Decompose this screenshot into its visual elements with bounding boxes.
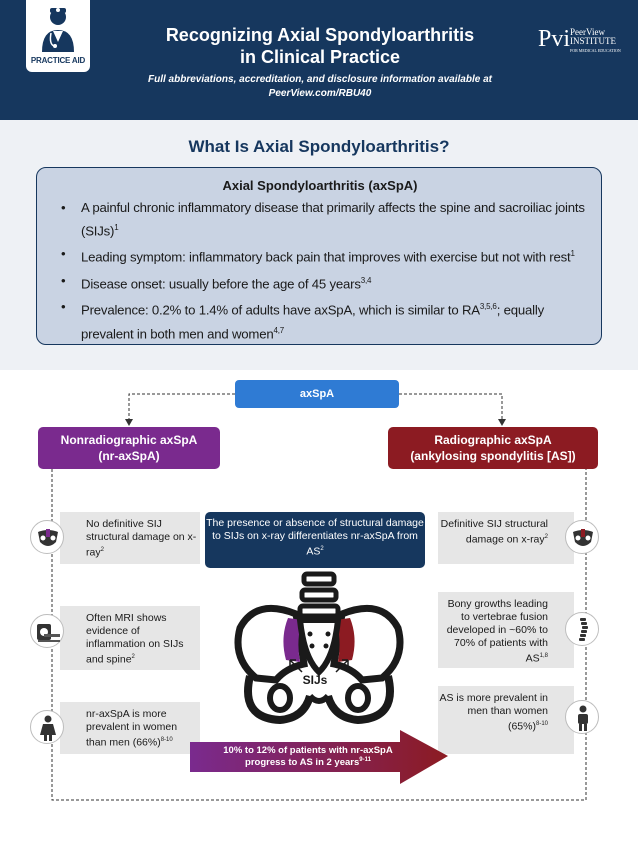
man-icon: [565, 700, 599, 734]
definition-panel: Axial Spondyloarthritis (axSpA) A painfu…: [36, 167, 602, 345]
doctor-icon: [42, 8, 74, 52]
logo-mark: Pvi: [538, 26, 571, 52]
definition-bullet: Leading symptom: inflammatory back pain …: [61, 244, 589, 267]
logo-line-2: INSTITUTE: [570, 36, 616, 46]
spine-icon: [565, 612, 599, 646]
pelvis-xray-icon: [565, 520, 599, 554]
practice-aid-badge: PRACTICE AID: [26, 0, 90, 72]
subtitle-line-1: Full abbreviations, accreditation, and d…: [148, 74, 492, 85]
title-line-1: Recognizing Axial Spondyloarthritis: [165, 25, 475, 45]
title-line-2: in Clinical Practice: [239, 47, 401, 67]
section-title: What Is Axial Spondyloarthritis?: [188, 137, 450, 156]
radiographic-axspa-node: Radiographic axSpA (ankylosing spondylit…: [388, 427, 598, 469]
definition-title: Axial Spondyloarthritis (axSpA): [222, 178, 418, 193]
definition-list: A painful chronic inflammatory disease t…: [61, 198, 589, 347]
peerview-logo: Pvi PeerView INSTITUTE FOR MEDICAL EDUCA…: [538, 26, 628, 54]
page-title: Recognizing Axial Spondyloarthritis in C…: [120, 24, 520, 68]
axspa-root-node: axSpA: [235, 380, 399, 408]
subtitle-url: PeerView.com/RBU40: [268, 88, 372, 99]
progression-text-1: 10% to 12% of patients with nr-axSpA: [223, 745, 393, 756]
left-fact-2: Often MRI shows evidence of inflammation…: [60, 606, 200, 670]
definition-bullet: A painful chronic inflammatory disease t…: [61, 198, 589, 241]
header-banner: PRACTICE AID Recognizing Axial Spondyloa…: [0, 0, 638, 120]
nr-axspa-node: Nonradiographic axSpA (nr-axSpA): [38, 427, 220, 469]
left-fact-3: nr-axSpA is more prevalent in women than…: [60, 702, 200, 754]
right-fact-3: AS is more prevalent in men than women (…: [438, 686, 574, 754]
definition-bullet: Disease onset: usually before the age of…: [61, 271, 589, 294]
pelvis-xray-icon: [30, 520, 64, 554]
woman-icon: [30, 710, 64, 744]
badge-label: PRACTICE AID: [30, 56, 86, 65]
left-fact-1: No definitive SIJ structural damage on x…: [60, 512, 200, 564]
pelvis-illustration: [234, 571, 404, 725]
mri-scanner-icon: [30, 614, 64, 648]
progression-arrow: [190, 730, 448, 784]
logo-line-1: PeerView: [570, 27, 605, 37]
center-note: The presence or absence of structural da…: [205, 512, 425, 568]
logo-wordmark: PeerView INSTITUTE FOR MEDICAL EDUCATION: [570, 28, 621, 55]
logo-line-3: FOR MEDICAL EDUCATION: [570, 48, 621, 53]
right-fact-1: Definitive SIJ structural damage on x-ra…: [438, 512, 574, 564]
right-fact-2: Bony growths leading to vertebrae fusion…: [438, 592, 574, 668]
progression-text-2: progress to AS in 2 years9-11: [245, 757, 371, 769]
definition-bullet: Prevalence: 0.2% to 1.4% of adults have …: [61, 297, 589, 344]
sijs-label: SIJs: [302, 673, 328, 687]
